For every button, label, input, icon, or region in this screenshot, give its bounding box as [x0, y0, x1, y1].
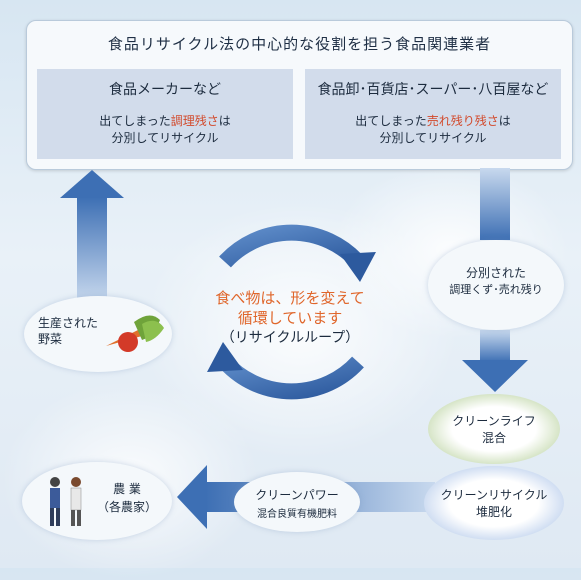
recycle-loop-caption: 食べ物は、形を変えて 循環しています （リサイクルループ）	[180, 288, 400, 348]
retailer-box: 食品卸･百貨店･スーパー･八百屋など 出てしまった売れ残り残さは 分別してリサイ…	[305, 69, 561, 159]
farmer-node: 農 業 （各農家）	[22, 462, 172, 540]
up-arrow-to-makers	[60, 170, 124, 302]
food-maker-description: 出てしまった調理残さは 分別してリサイクル	[37, 113, 293, 147]
clean-recycle-node: クリーンリサイクル 堆肥化	[424, 466, 564, 540]
center-line3: （リサイクルループ）	[220, 330, 360, 346]
sorted-waste-node: 分別された 調理くず･売れ残り	[428, 240, 564, 330]
food-business-panel: 食品リサイクル法の中心的な役割を担う食品関連業者 食品メーカーなど 出てしまった…	[26, 20, 573, 170]
clean-recycle-line1: クリーンリサイクル	[440, 488, 548, 502]
panel-title: 食品リサイクル法の中心的な役割を担う食品関連業者	[107, 35, 492, 53]
retailer-text-prefix: 出てしまった	[355, 114, 427, 128]
clean-recycle-line2: 堆肥化	[475, 505, 512, 519]
vegetables-line1: 生産された	[38, 316, 99, 330]
vegetables-node: 生産された 野菜	[24, 296, 172, 372]
retailer-text-suffix: は	[498, 114, 511, 128]
food-maker-text-suffix: は	[218, 114, 231, 128]
food-maker-text-line2: 分別してリサイクル	[111, 131, 219, 145]
vegetables-line2: 野菜	[38, 332, 63, 346]
clean-life-node: クリーンライフ 混合	[428, 394, 560, 464]
unsold-residue-highlight: 売れ残り残さ	[426, 114, 499, 128]
retailer-description: 出てしまった売れ残り残さは 分別してリサイクル	[305, 113, 561, 147]
vegetables-icon	[106, 315, 164, 352]
sorted-waste-line1: 分別された	[465, 266, 526, 280]
clean-power-line1: クリーンパワー	[255, 488, 339, 502]
clean-life-line1: クリーンライフ	[452, 414, 536, 428]
food-maker-box: 食品メーカーなど 出てしまった調理残さは 分別してリサイクル	[37, 69, 293, 159]
sorted-waste-line2: 調理くず･売れ残り	[449, 283, 543, 296]
retailer-heading: 食品卸･百貨店･スーパー･八百屋など	[317, 82, 549, 98]
clean-power-line2: 混合良質有機肥料	[257, 509, 337, 520]
farmer-line2: （各農家）	[96, 500, 157, 514]
food-maker-text-prefix: 出てしまった	[99, 114, 171, 128]
cooking-residue-highlight: 調理残さ	[170, 114, 219, 128]
farmer-line1: 農 業	[113, 482, 141, 496]
down-arrow-to-clean-life	[462, 330, 528, 392]
center-line2: 循環しています	[237, 309, 343, 327]
clean-life-line2: 混合	[481, 431, 506, 445]
down-arrow-from-retailers	[480, 168, 510, 240]
clean-power-node: クリーンパワー 混合良質有機肥料	[234, 472, 360, 532]
recycle-loop-icon	[207, 224, 376, 400]
retailer-text-line2: 分別してリサイクル	[379, 131, 487, 145]
center-line1: 食べ物は、形を変えて	[215, 289, 365, 307]
food-maker-heading: 食品メーカーなど	[109, 82, 221, 98]
farmer-couple-icon	[50, 477, 82, 526]
